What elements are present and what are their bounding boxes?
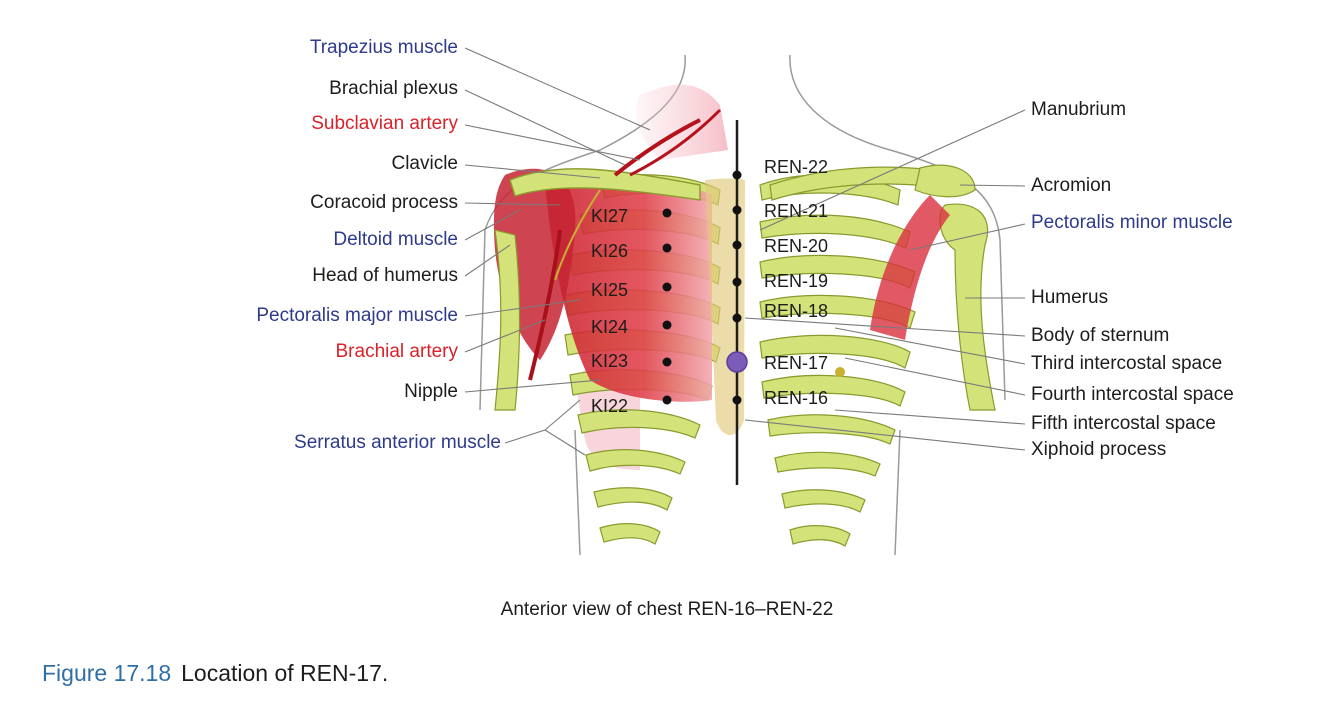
label-third-intercostal-space: Third intercostal space bbox=[1031, 353, 1223, 374]
ren17-label: REN-17 bbox=[764, 353, 829, 373]
ki22-dot bbox=[662, 395, 672, 405]
label-deltoid-muscle: Deltoid muscle bbox=[333, 229, 458, 250]
label-manubrium: Manubrium bbox=[1031, 99, 1127, 120]
label-fourth-intercostal-space: Fourth intercostal space bbox=[1031, 384, 1234, 405]
label-serratus-anterior-muscle: Serratus anterior muscle bbox=[294, 432, 501, 453]
ren19-label: REN-19 bbox=[764, 271, 829, 291]
label-brachial-plexus: Brachial plexus bbox=[329, 78, 458, 99]
ki25-label: KI25 bbox=[591, 280, 629, 300]
ki26-label: KI26 bbox=[591, 241, 629, 261]
illustration-caption: Anterior view of chest REN-16–REN-22 bbox=[500, 599, 834, 620]
ki24-label: KI24 bbox=[591, 317, 629, 337]
label-body-of-sternum: Body of sternum bbox=[1031, 325, 1170, 346]
ren18-dot bbox=[732, 313, 742, 323]
pectoralis-major-shape bbox=[545, 179, 712, 402]
ren17-highlight-dot bbox=[726, 351, 748, 373]
label-head-of-humerus: Head of humerus bbox=[312, 265, 458, 286]
figure-number: Figure 17.18 bbox=[42, 660, 172, 686]
figure-title: Location of REN-17. bbox=[181, 660, 389, 686]
ki25-dot bbox=[662, 282, 672, 292]
ren-point-dots bbox=[732, 170, 742, 405]
right-ribcage bbox=[759, 164, 996, 547]
ren21-label: REN-21 bbox=[764, 201, 829, 221]
label-subclavian-artery: Subclavian artery bbox=[311, 113, 458, 134]
label-coracoid-process: Coracoid process bbox=[310, 192, 458, 213]
ren19-dot bbox=[732, 277, 742, 287]
label-fifth-intercostal-space: Fifth intercostal space bbox=[1031, 413, 1216, 434]
label-humerus: Humerus bbox=[1031, 287, 1109, 308]
label-trapezius-muscle: Trapezius muscle bbox=[309, 37, 458, 58]
ki24-dot bbox=[662, 320, 672, 330]
ren20-label: REN-20 bbox=[764, 236, 829, 256]
ki23-label: KI23 bbox=[591, 351, 629, 371]
ki27-label: KI27 bbox=[591, 206, 629, 226]
ren22-dot bbox=[732, 170, 742, 180]
ren16-dot bbox=[732, 395, 742, 405]
ren18-label: REN-18 bbox=[764, 301, 829, 321]
ren16-label: REN-16 bbox=[764, 388, 829, 408]
figure-caption: Figure 17.18 Location of REN-17. bbox=[42, 660, 388, 687]
label-pectoralis-minor-muscle: Pectoralis minor muscle bbox=[1031, 212, 1233, 233]
ki26-dot bbox=[662, 243, 672, 253]
ki22-label: KI22 bbox=[591, 396, 629, 416]
label-pectoralis-major-muscle: Pectoralis major muscle bbox=[256, 305, 458, 326]
label-acromion: Acromion bbox=[1031, 175, 1112, 196]
ki23-dot bbox=[662, 357, 672, 367]
ren20-dot bbox=[732, 240, 742, 250]
label-brachial-artery: Brachial artery bbox=[335, 341, 459, 362]
ki27-dot bbox=[662, 208, 672, 218]
label-xiphoid-process: Xiphoid process bbox=[1031, 439, 1167, 460]
left-ribcage bbox=[493, 108, 722, 545]
right-nipple bbox=[835, 367, 845, 377]
label-clavicle: Clavicle bbox=[391, 153, 458, 174]
pectoralis-minor-shape bbox=[870, 195, 950, 340]
leader-lines bbox=[464, 47, 1026, 456]
ren22-label: REN-22 bbox=[764, 157, 829, 177]
label-nipple: Nipple bbox=[404, 381, 458, 402]
ki-point-dots bbox=[662, 208, 672, 405]
ren21-dot bbox=[732, 205, 742, 215]
